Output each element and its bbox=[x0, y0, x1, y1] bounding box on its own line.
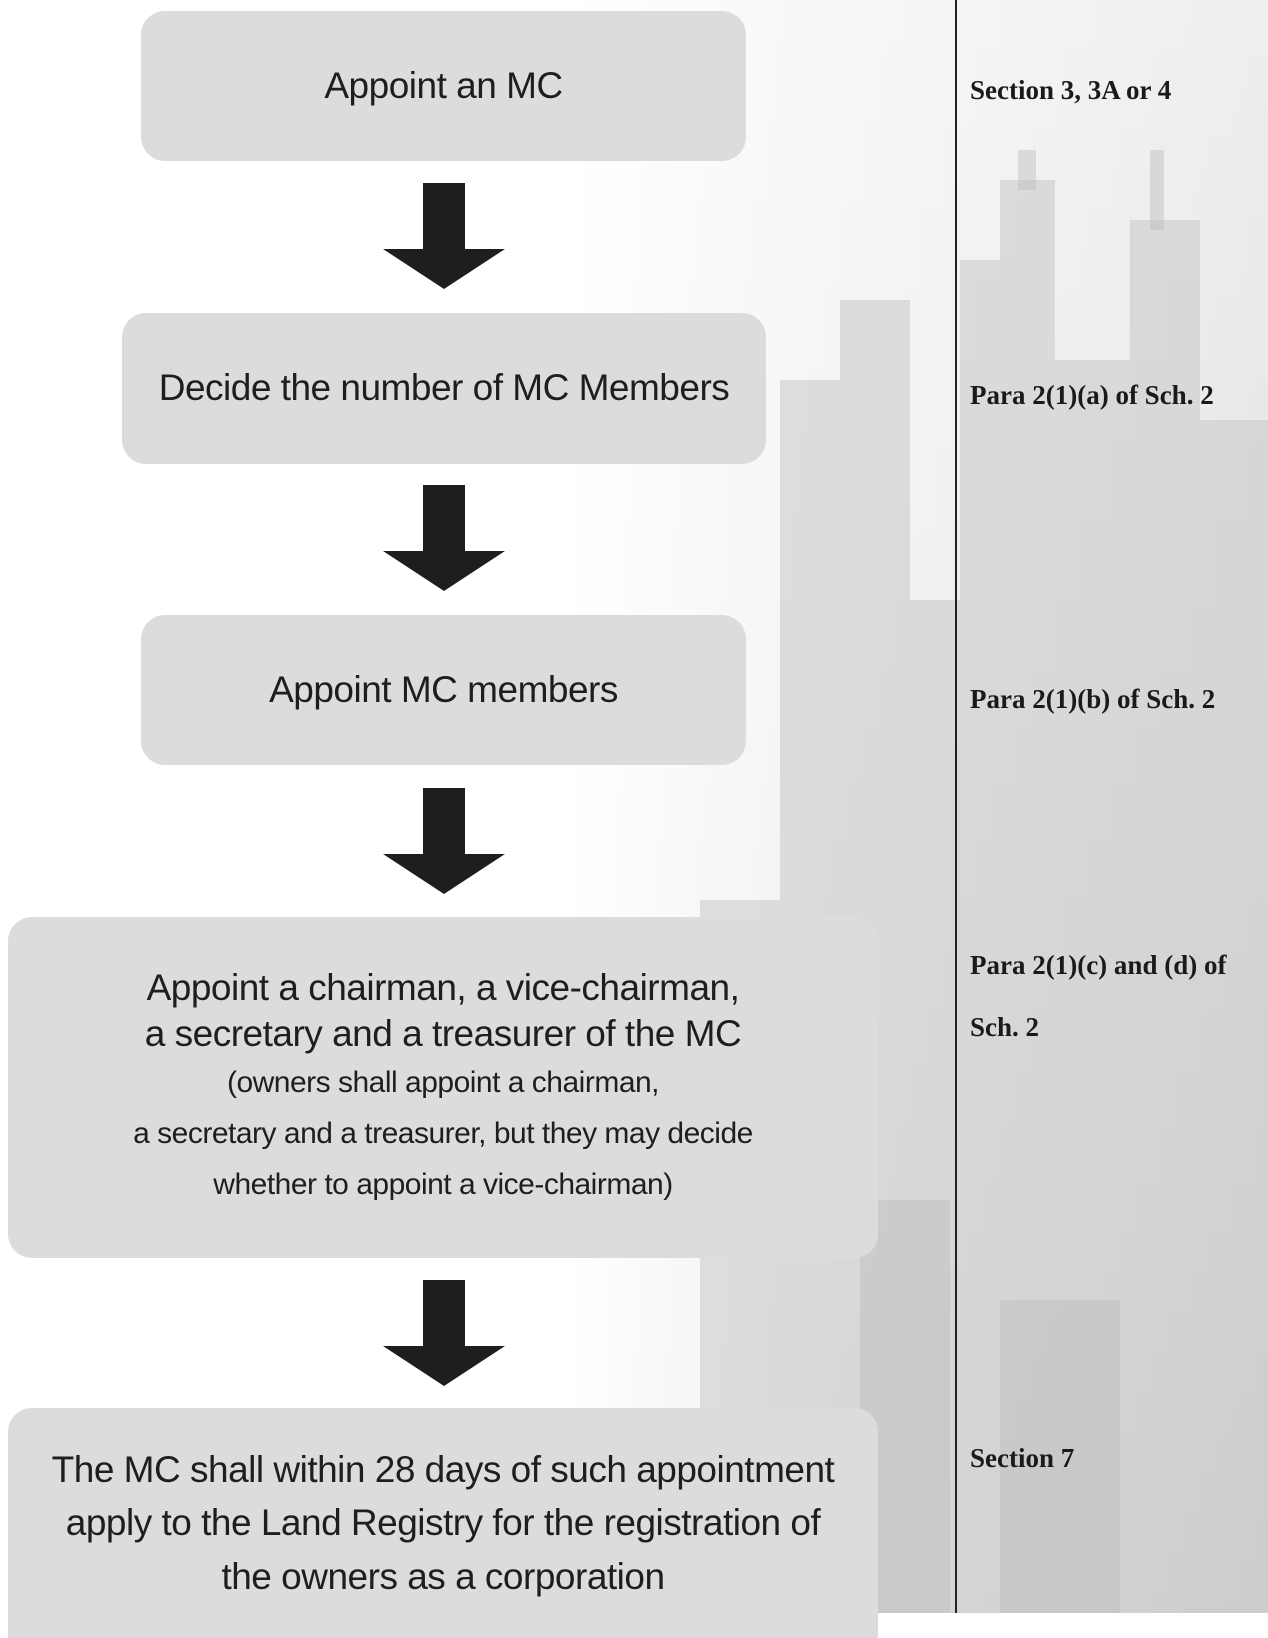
step-appoint-officers: Appoint a chairman, a vice-chairman, a s… bbox=[8, 917, 878, 1258]
reference-line: Sch. 2 bbox=[970, 1012, 1040, 1042]
divider-line bbox=[955, 0, 957, 1613]
step-text: Appoint an MC bbox=[324, 64, 563, 106]
step-line: the owners as a corporation bbox=[221, 1555, 665, 1597]
down-arrow-icon bbox=[383, 1280, 505, 1386]
step-appoint-mc: Appoint an MC bbox=[141, 11, 746, 161]
step-text: Appoint MC members bbox=[269, 668, 618, 710]
reference-step-3: Para 2(1)(b) of Sch. 2 bbox=[970, 684, 1216, 714]
step-line: a secretary and a treasurer of the MC bbox=[144, 1013, 742, 1054]
step-line: apply to the Land Registry for the regis… bbox=[65, 1502, 821, 1544]
down-arrow-icon bbox=[383, 485, 505, 591]
step-text: Decide the number of MC Members bbox=[158, 367, 730, 409]
reference-step-4: Para 2(1)(c) and (d) of Sch. 2 bbox=[970, 934, 1260, 1058]
reference-step-2: Para 2(1)(a) of Sch. 2 bbox=[970, 380, 1214, 410]
reference-step-5: Section 7 bbox=[970, 1443, 1075, 1473]
step-note-line: (owners shall appoint a chairman, bbox=[226, 1066, 660, 1100]
step-apply-land-registry: The MC shall within 28 days of such appo… bbox=[8, 1408, 878, 1638]
step-line: The MC shall within 28 days of such appo… bbox=[51, 1448, 835, 1490]
step-decide-number-of-members: Decide the number of MC Members bbox=[122, 313, 766, 464]
step-note-line: whether to appoint a vice-chairman) bbox=[213, 1168, 673, 1202]
reference-line: Para 2(1)(c) and (d) of bbox=[970, 950, 1227, 980]
reference-step-1: Section 3, 3A or 4 bbox=[970, 75, 1172, 105]
step-line: Appoint a chairman, a vice-chairman, bbox=[146, 966, 740, 1008]
step-appoint-mc-members: Appoint MC members bbox=[141, 615, 746, 765]
down-arrow-icon bbox=[383, 183, 505, 289]
step-note-line: a secretary and a treasurer, but they ma… bbox=[133, 1117, 753, 1151]
down-arrow-icon bbox=[383, 788, 505, 894]
